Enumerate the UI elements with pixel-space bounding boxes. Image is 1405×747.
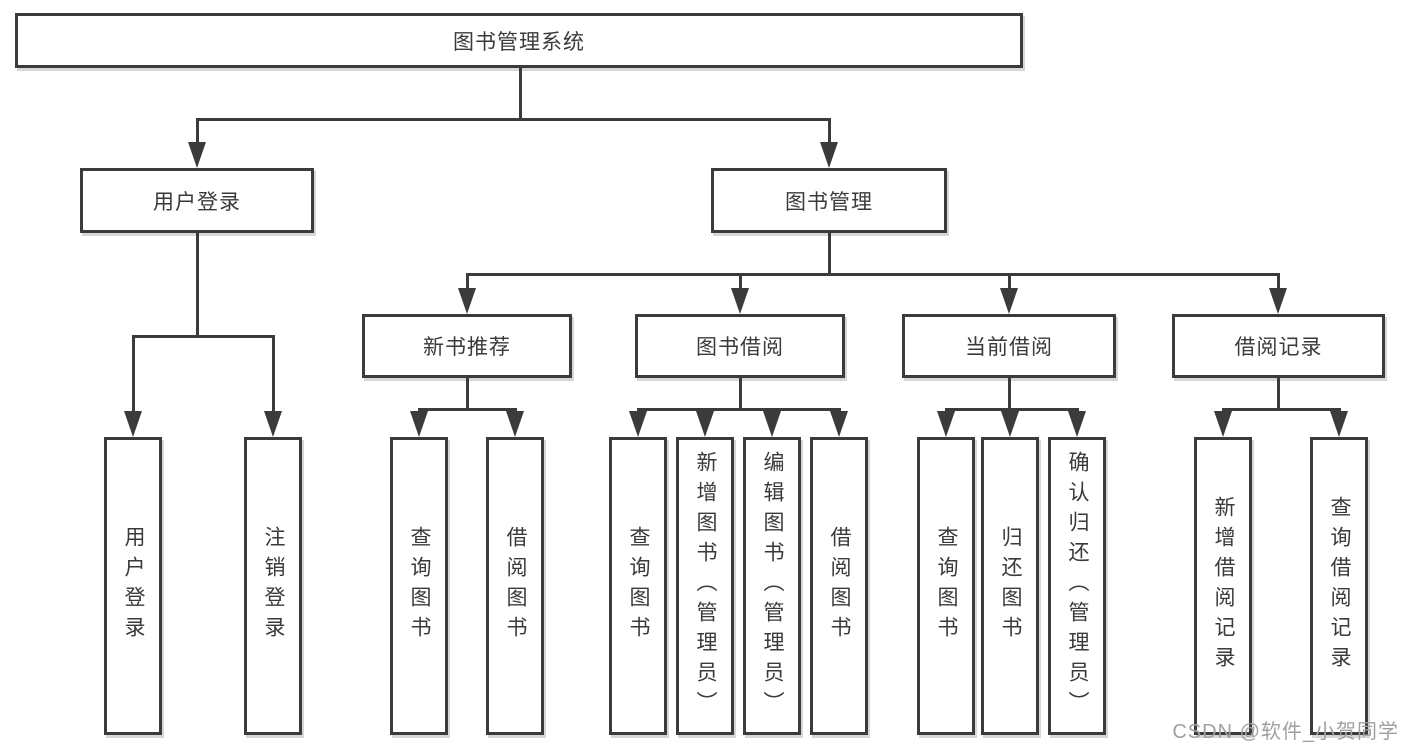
- connector-line: [418, 408, 517, 411]
- arrowhead: [124, 411, 142, 437]
- arrowhead: [1068, 411, 1086, 437]
- arrowhead: [830, 411, 848, 437]
- leaf-logout: 注销登录: [244, 437, 302, 735]
- connector-line: [466, 378, 469, 411]
- leaf-bb-edit-books-admin: 编辑图书（管理员）: [743, 437, 801, 735]
- leaf-rec-query-record: 查询借阅记录: [1310, 437, 1368, 735]
- connector-line: [1277, 378, 1280, 411]
- connector-line: [196, 233, 199, 338]
- connector-line: [739, 273, 742, 291]
- arrowhead: [820, 142, 838, 168]
- connector-line: [1222, 408, 1341, 411]
- leaf-cb-return-books: 归还图书: [981, 437, 1039, 735]
- leaf-bb-add-books-admin: 新增图书（管理员）: [676, 437, 734, 735]
- arrowhead: [763, 411, 781, 437]
- arrowhead: [410, 411, 428, 437]
- node-book-management: 图书管理: [711, 168, 947, 233]
- connector-line: [945, 408, 1079, 411]
- arrowhead: [937, 411, 955, 437]
- connector-line: [272, 335, 275, 415]
- connector-line: [739, 378, 742, 411]
- node-current-borrowing: 当前借阅: [902, 314, 1116, 378]
- leaf-nb-query-books: 查询图书: [390, 437, 448, 735]
- connector-line: [1008, 273, 1011, 291]
- leaf-cb-confirm-return-admin: 确认归还（管理员）: [1048, 437, 1106, 735]
- connector-line: [1277, 273, 1280, 291]
- connector-line: [196, 118, 831, 121]
- arrowhead: [629, 411, 647, 437]
- connector-line: [828, 233, 831, 276]
- node-library-system: 图书管理系统: [15, 13, 1023, 68]
- arrowhead: [1330, 411, 1348, 437]
- arrowhead: [506, 411, 524, 437]
- connector-line: [132, 335, 275, 338]
- connector-line: [466, 273, 1280, 276]
- connector-line: [519, 68, 522, 121]
- leaf-user-login: 用户登录: [104, 437, 162, 735]
- arrowhead: [731, 288, 749, 314]
- node-book-borrowing: 图书借阅: [635, 314, 845, 378]
- arrowhead: [188, 142, 206, 168]
- leaf-cb-query-books: 查询图书: [917, 437, 975, 735]
- leaf-nb-borrow-books: 借阅图书: [486, 437, 544, 735]
- leaf-bb-query-books: 查询图书: [609, 437, 667, 735]
- node-user-login: 用户登录: [80, 168, 314, 233]
- connector-line: [1008, 378, 1011, 411]
- arrowhead: [696, 411, 714, 437]
- arrowhead: [1269, 288, 1287, 314]
- connector-line: [828, 118, 831, 146]
- arrowhead: [1000, 288, 1018, 314]
- connector-line: [132, 335, 135, 415]
- arrowhead: [1001, 411, 1019, 437]
- leaf-rec-add-record: 新增借阅记录: [1194, 437, 1252, 735]
- node-borrowing-records: 借阅记录: [1172, 314, 1385, 378]
- arrowhead: [1214, 411, 1232, 437]
- node-new-book-recommend: 新书推荐: [362, 314, 572, 378]
- connector-line: [637, 408, 841, 411]
- watermark: CSDN @软件_小贺同学: [1172, 721, 1399, 743]
- arrowhead: [264, 411, 282, 437]
- connector-line: [196, 118, 199, 146]
- arrowhead: [458, 288, 476, 314]
- connector-line: [466, 273, 469, 291]
- leaf-bb-borrow-books: 借阅图书: [810, 437, 868, 735]
